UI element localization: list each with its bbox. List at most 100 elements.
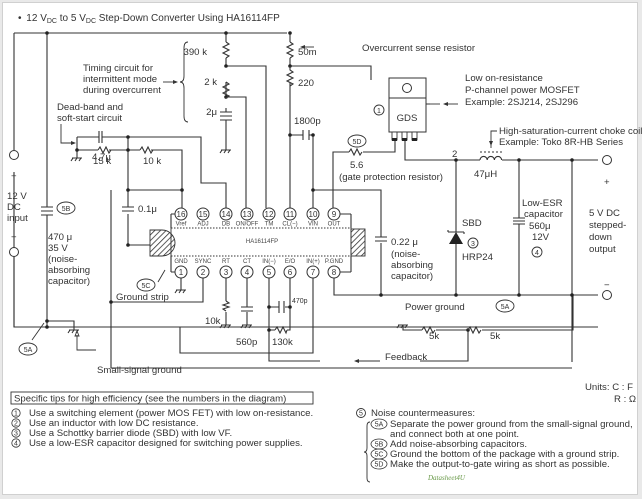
svg-text:5D: 5D xyxy=(375,462,384,469)
svg-text:5D: 5D xyxy=(353,139,362,146)
junction-dot xyxy=(311,133,315,137)
svg-text:5A: 5A xyxy=(24,347,33,354)
label-2u: 2μ xyxy=(206,107,217,118)
ic-pin-label: E/O xyxy=(285,259,296,265)
junction-dot xyxy=(109,300,113,304)
annotation-mosfet-3: Example: 2SJ214, 2SJ296 xyxy=(465,97,578,108)
junction-dot xyxy=(126,243,130,247)
svg-text:Add noise-absorbing capacitors: Add noise-absorbing capacitors. xyxy=(390,439,527,450)
label-560p: 560p xyxy=(236,337,257,348)
wiring xyxy=(13,32,598,369)
terminals xyxy=(9,150,612,327)
annotation-power-ground: Power ground xyxy=(405,302,465,313)
markers: 1 3 4 5A 5A 5B 5C 5D xyxy=(18,104,543,356)
pointer-lines xyxy=(60,41,497,363)
svg-text:1: 1 xyxy=(14,411,18,418)
junction-dot xyxy=(570,158,574,162)
svg-text:13: 13 xyxy=(243,210,252,219)
annotation-feedback: Feedback xyxy=(385,352,427,363)
label-cout-2: capacitor xyxy=(524,209,564,220)
ic-name: HA16114FP xyxy=(246,239,278,245)
junction-dot xyxy=(311,188,315,192)
label-5k-b: 5k xyxy=(490,331,500,342)
labels: 390 k 2 k 2μ 50m 220 1800p 4.7μ 15 k 10 … xyxy=(7,43,642,376)
svg-text:6: 6 xyxy=(288,268,293,277)
tip-item: 1 Use a switching element (power MOS FET)… xyxy=(11,408,313,419)
label-0-22u-note-3: capacitor) xyxy=(391,271,433,282)
output-label-2: stepped- xyxy=(589,220,626,231)
label-0-1u: 0.1μ xyxy=(138,204,157,215)
annotation-timing-3: during overcurrent xyxy=(83,85,161,96)
resistor-50m xyxy=(285,41,295,59)
input-minus-sign: − xyxy=(11,232,17,243)
label-2k: 2 k xyxy=(204,77,217,88)
ic-pin-6: 6 E/O xyxy=(283,259,297,279)
label-0-22u-note-1: (noise- xyxy=(391,249,420,260)
input-minus-terminal[interactable] xyxy=(9,247,19,257)
svg-text:5C: 5C xyxy=(375,452,384,459)
input-plus-sign: + xyxy=(11,171,17,182)
svg-text:4: 4 xyxy=(535,250,539,257)
svg-text:1: 1 xyxy=(179,268,184,277)
label-hrp24: HRP24 xyxy=(462,252,494,263)
output-minus-terminal[interactable] xyxy=(602,290,612,300)
junction-dot xyxy=(517,293,521,297)
capacitor-1800p xyxy=(302,130,310,140)
tips-header: Specific tips for high efficiency (see t… xyxy=(14,394,286,405)
input-label-1: 12 V xyxy=(7,191,27,202)
svg-text:Use a switching element (power: Use a switching element (power MOS FET) … xyxy=(29,408,313,419)
label-390k: 390 k xyxy=(184,47,208,58)
annotation-ground-strip: Ground strip xyxy=(116,292,169,303)
junction-dot xyxy=(45,325,49,329)
svg-text:3: 3 xyxy=(14,431,18,438)
ic-pin-label: CL(−) xyxy=(282,222,297,228)
svg-text:Use an inductor with low DC re: Use an inductor with low DC resistance. xyxy=(29,418,199,429)
diagram-title: • 12 VDC to 5 VDC Step-Down Converter Us… xyxy=(18,13,280,25)
label-cin-2: 35 V xyxy=(48,243,68,254)
capacitor-0-22u xyxy=(375,236,387,242)
output-plus-terminal[interactable] xyxy=(602,155,612,165)
marker-5A-right: 5A xyxy=(495,299,515,313)
svg-text:14: 14 xyxy=(222,210,231,219)
svg-text:and connect both at one point.: and connect both at one point. xyxy=(390,429,519,440)
label-5-6: 5.6 xyxy=(350,160,363,171)
label-220: 220 xyxy=(298,78,314,89)
junction-dot xyxy=(454,293,458,297)
label-10k: 10k xyxy=(205,316,221,327)
junction-dot xyxy=(126,188,130,192)
input-plus-terminal[interactable] xyxy=(9,150,19,160)
svg-text:5B: 5B xyxy=(375,442,384,449)
marker-5C: 5C xyxy=(136,278,156,292)
svg-text:5C: 5C xyxy=(142,283,151,290)
svg-text:9: 9 xyxy=(332,210,337,219)
junction-dot xyxy=(379,293,383,297)
ground-icon xyxy=(219,324,231,329)
junction-dot xyxy=(570,293,574,297)
capacitor-560p xyxy=(241,306,253,312)
annotation-timing-1: Timing circuit for xyxy=(83,63,154,74)
ic-pin-label: RT xyxy=(222,259,230,265)
capacitor-4-7u xyxy=(93,131,106,143)
ic-pin-label: OUT xyxy=(328,222,341,228)
units-line-2: R : Ω xyxy=(614,394,636,405)
ic-pin-7: 7IN(+) xyxy=(306,259,320,279)
svg-text:Use a low-ESR capacitor design: Use a low-ESR capacitor designed for swi… xyxy=(29,438,303,449)
annotation-mosfet-2: P-channel power MOSFET xyxy=(465,85,580,96)
label-130k: 130k xyxy=(272,337,293,348)
resistors xyxy=(97,41,482,335)
label-cout-3: 560μ xyxy=(529,221,551,232)
resistor-2k xyxy=(221,81,231,100)
svg-text:5A: 5A xyxy=(501,304,510,311)
svg-text:16: 16 xyxy=(177,210,186,219)
annotation-choke-2: Example: Toko 8R-HB Series xyxy=(499,137,623,148)
resistor-10k-top xyxy=(139,145,154,155)
label-4-7u: 4.7μ xyxy=(92,152,111,163)
